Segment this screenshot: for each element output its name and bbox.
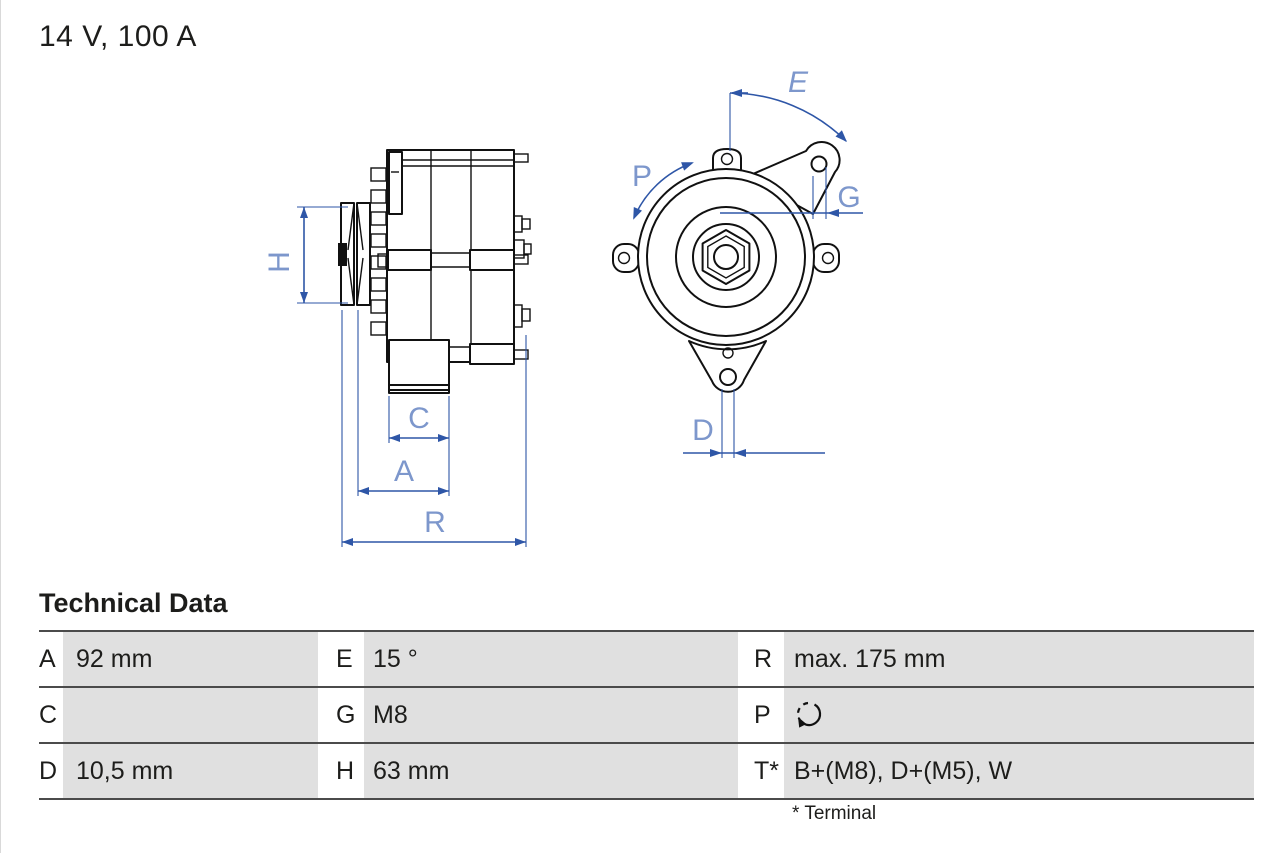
pulley-key <box>338 243 347 266</box>
foot-hole-small <box>722 347 734 359</box>
alternator-body <box>377 149 532 394</box>
param-value <box>784 688 1254 742</box>
param-letter: P <box>738 688 784 742</box>
dimension-E: E <box>729 66 847 151</box>
fan-fins <box>370 167 387 336</box>
dimension-D: D <box>683 389 825 458</box>
technical-data-heading: Technical Data <box>39 588 228 618</box>
label-P: P <box>632 160 652 193</box>
dimension-P: P <box>632 160 694 220</box>
front-view-drawing: E P G D <box>612 66 863 458</box>
terminal-plate <box>388 151 403 215</box>
param-value: M8 <box>364 688 738 742</box>
side-view-drawing: H C A R <box>263 149 532 547</box>
param-value: B+(M8), D+(M5), W <box>784 744 1254 798</box>
param-value: max. 175 mm <box>784 632 1254 686</box>
table-row: D 10,5 mm H 63 mm T* B+(M8), D+(M5), W <box>39 744 1254 800</box>
right-ear <box>812 243 840 273</box>
label-E: E <box>788 66 809 99</box>
param-letter: C <box>39 688 63 742</box>
technical-data-table: A 92 mm E 15 ° R max. 175 mm C G M8 P D … <box>39 630 1254 800</box>
table-row: A 92 mm E 15 ° R max. 175 mm <box>39 632 1254 688</box>
param-letter: H <box>318 744 364 798</box>
label-G: G <box>837 181 860 214</box>
param-value: 92 mm <box>63 632 318 686</box>
param-value: 63 mm <box>364 744 738 798</box>
left-ear <box>612 243 640 273</box>
left-ear-hole <box>617 251 631 265</box>
right-ear-hole <box>821 251 835 265</box>
rotation-clockwise-icon <box>796 701 822 728</box>
arm-lug-hole <box>810 155 828 173</box>
label-A: A <box>394 455 414 488</box>
dimension-A: A <box>358 455 449 495</box>
param-letter: A <box>39 632 63 686</box>
table-row: C G M8 P <box>39 688 1254 744</box>
param-letter: G <box>318 688 364 742</box>
param-value <box>63 688 318 742</box>
bottom-foot <box>688 340 767 393</box>
top-lug-hole <box>720 152 734 166</box>
pulley <box>338 202 371 306</box>
extension-lines <box>341 310 527 547</box>
param-letter: T* <box>738 744 784 798</box>
dimension-G: G <box>720 167 863 219</box>
page-title: 14 V, 100 A <box>39 20 197 53</box>
rear-bolts <box>513 215 532 328</box>
param-value: 10,5 mm <box>63 744 318 798</box>
dimension-H: H <box>263 206 348 304</box>
top-lug <box>712 148 742 173</box>
param-letter: R <box>738 632 784 686</box>
dimension-R: R <box>342 506 526 546</box>
shaft-nut <box>701 229 751 285</box>
upper-mounting-arm <box>745 141 841 215</box>
terminal-footnote: * Terminal <box>792 803 877 824</box>
label-C: C <box>408 402 430 435</box>
foot-hole-large <box>719 368 737 386</box>
param-value: 15 ° <box>364 632 738 686</box>
dimension-C: C <box>389 402 449 442</box>
label-D: D <box>692 414 714 447</box>
param-letter: D <box>39 744 63 798</box>
label-H: H <box>263 251 296 273</box>
label-R: R <box>424 506 446 539</box>
param-letter: E <box>318 632 364 686</box>
